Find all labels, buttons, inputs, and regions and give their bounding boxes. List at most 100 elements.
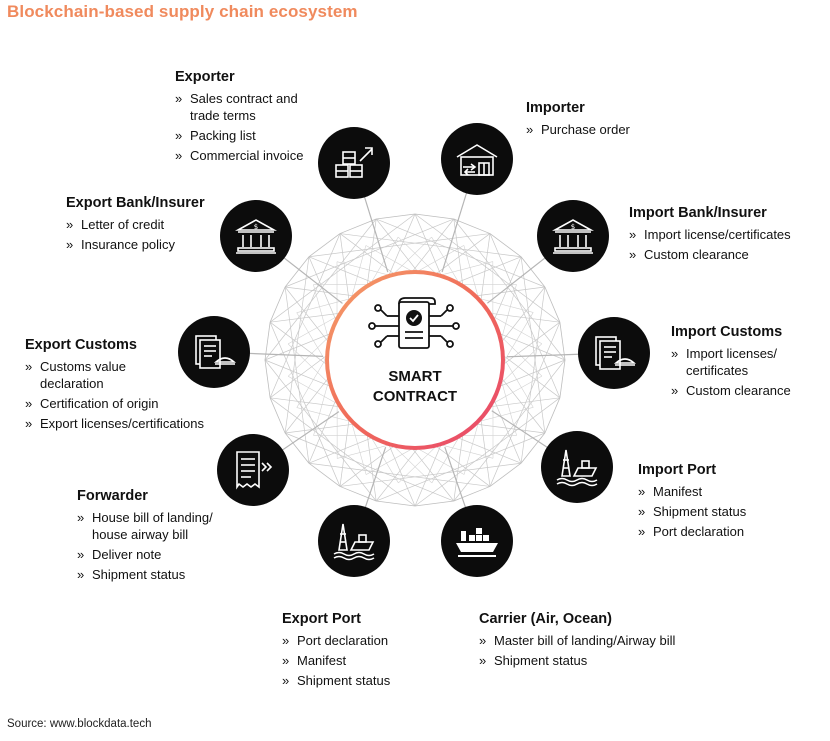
mesh-line [284,432,310,464]
warehouse-icon [453,139,501,179]
mesh-line [339,233,522,258]
carrier-heading: Carrier (Air, Ocean) [479,611,612,627]
customs-documents-icon [592,333,636,373]
svg-text:$: $ [571,223,575,231]
bank-icon: $ [552,216,594,256]
list-item: House bill of landing/ house airway bill [77,509,237,543]
export-bank-heading: Export Bank/Insurer [66,195,205,211]
smart-contract-label: SMART CONTRACT [355,367,475,407]
export-port-heading: Export Port [282,611,361,627]
port-ship-icon [554,446,600,488]
import-bank-block: Import Bank/Insurer Import license/certi… [629,205,829,266]
list-item: Custom clearance [629,246,829,263]
list-item: Shipment status [282,672,442,689]
diagram-title: Blockchain-based supply chain ecosystem [7,2,358,21]
list-item: Manifest [282,652,442,669]
carrier-block: Carrier (Air, Ocean) Master bill of land… [479,611,719,672]
mesh-line [308,233,341,258]
mesh-line [308,462,491,487]
export-bank-node: $ [220,200,292,272]
mesh-line [520,286,546,464]
list-item: Port declaration [282,632,442,649]
mesh-line [489,462,522,487]
mesh-line [489,322,561,487]
list-item: Certification of origin [25,395,235,412]
mesh-line [269,397,286,434]
list-item: Shipment status [77,566,237,583]
mesh-line [544,397,561,434]
mesh-line [284,432,454,502]
mesh-line [264,218,377,361]
mesh-line [308,462,341,487]
mesh-line [453,359,566,502]
mesh-line [453,486,491,502]
mesh-line [520,432,546,464]
mesh-line [414,500,454,507]
mesh-line [376,500,416,507]
smart-contract-icon [365,296,465,359]
mesh-line [339,462,522,487]
import-port-node [541,431,613,503]
mesh-line [414,397,561,507]
mesh-line [453,218,566,361]
list-item: Shipment status [638,503,818,520]
importer-heading: Importer [526,100,585,116]
mesh-line [559,359,566,398]
list-item: Commercial invoice [175,147,315,164]
forwarder-heading: Forwarder [77,488,148,504]
boxes-arrow-icon [332,143,376,183]
mesh-line [376,432,546,502]
mesh-line [284,256,310,434]
carrier-node [441,505,513,577]
mesh-line [264,359,271,398]
mesh-line [269,286,286,323]
import-bank-heading: Import Bank/Insurer [629,205,767,221]
mesh-line [284,286,310,464]
mesh-line [284,218,454,288]
mesh-line [414,213,561,323]
list-item: Shipment status [479,652,719,669]
list-item: Import license/certificates [629,226,829,243]
cargo-ship-icon [453,521,501,561]
mesh-line [453,218,491,234]
mesh-line [520,256,546,288]
forwarder-node [217,434,289,506]
export-customs-heading: Export Customs [25,337,137,353]
list-item: Port declaration [638,523,818,540]
mesh-line [339,486,377,502]
import-port-heading: Import Port [638,462,717,478]
source-note: Source: www.blockdata.tech [7,718,152,730]
import-customs-block: Import Customs Import licenses/ certific… [671,324,801,402]
smart-contract-line1: SMART [388,368,442,385]
mesh-line [284,256,310,288]
exporter-block: Exporter Sales contract and trade terms … [175,69,315,167]
bank-icon: $ [235,216,277,256]
list-item: Import licenses/ certificates [671,345,801,379]
mesh-line [269,397,416,507]
export-port-block: Export Port Port declaration Manifest Sh… [282,611,442,692]
importer-block: Importer Purchase order [526,100,686,141]
export-customs-block: Export Customs Customs value declaration… [25,337,235,435]
list-item: Deliver note [77,546,237,563]
mesh-line [269,213,416,323]
import-customs-heading: Import Customs [671,324,783,340]
mesh-line [269,322,341,487]
customs-documents-icon [192,332,236,372]
list-item: Insurance policy [66,236,226,253]
svg-text:$: $ [254,223,258,231]
forwarder-block: Forwarder House bill of landing/ house a… [77,488,237,586]
mesh-line [520,256,546,434]
list-item: Export licenses/certifications [25,415,235,432]
mesh-line [414,213,454,220]
smart-contract-hub: SMART CONTRACT [325,270,505,450]
smart-contract-line2: CONTRACT [372,388,458,405]
exporter-node [318,127,390,199]
export-customs-node [178,316,250,388]
importer-node [441,123,513,195]
invoice-forward-icon [231,449,275,491]
mesh-line [376,213,416,220]
mesh-line [308,233,491,258]
exporter-heading: Exporter [175,69,235,85]
list-item: Custom clearance [671,382,801,399]
export-port-node [318,505,390,577]
